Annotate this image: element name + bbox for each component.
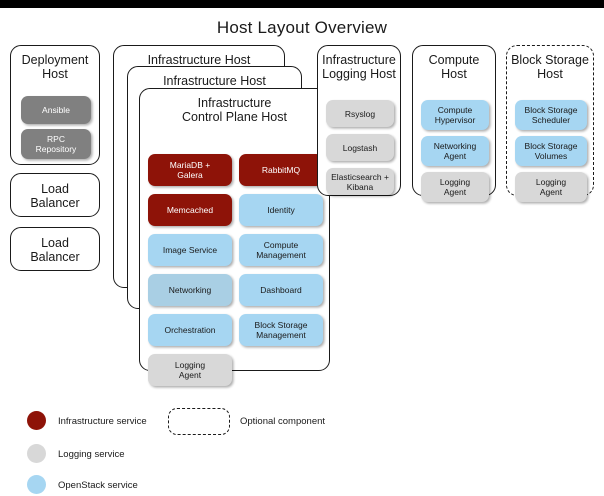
service-logging-agent-control-plane[interactable]: Logging Agent — [148, 354, 232, 386]
host-infrastructure-logging-host[interactable]: Infrastructure Logging Host Rsyslog Logs… — [317, 45, 401, 196]
legend-swatch-optional-component — [168, 408, 230, 435]
service-rpc-repository[interactable]: RPC Repository — [21, 129, 91, 159]
service-memcached[interactable]: Memcached — [148, 194, 232, 226]
service-rabbitmq[interactable]: RabbitMQ — [239, 154, 323, 186]
host-block-storage-host[interactable]: Block Storage Host Block Storage Schedul… — [506, 45, 594, 202]
service-mariadb-galera[interactable]: MariaDB + Galera — [148, 154, 232, 186]
top-black-bar — [0, 0, 604, 8]
service-orchestration[interactable]: Orchestration — [148, 314, 232, 346]
service-networking[interactable]: Networking — [148, 274, 232, 306]
service-image-service[interactable]: Image Service — [148, 234, 232, 266]
service-identity[interactable]: Identity — [239, 194, 323, 226]
host-load-balancer-1[interactable]: Load Balancer — [10, 173, 100, 217]
host-infrastructure-control-plane-host[interactable]: Infrastructure Control Plane Host MariaD… — [139, 88, 330, 386]
service-networking-agent[interactable]: Networking Agent — [421, 136, 489, 166]
legend-swatch-logging-service — [27, 444, 46, 463]
host-title-infrastructure-logging-host: Infrastructure Logging Host — [322, 53, 396, 81]
service-block-storage-volumes[interactable]: Block Storage Volumes — [515, 136, 587, 166]
service-block-storage-scheduler[interactable]: Block Storage Scheduler — [515, 100, 587, 130]
host-load-balancer-2[interactable]: Load Balancer — [10, 227, 100, 271]
page-title: Host Layout Overview — [216, 18, 388, 37]
service-logstash[interactable]: Logstash — [326, 134, 394, 161]
host-deployment-host[interactable]: Deployment Host Ansible RPC Repository — [10, 45, 100, 165]
host-compute-host[interactable]: Compute Host Compute Hypervisor Networki… — [412, 45, 496, 202]
diagram-canvas: Host Layout Overview Deployment Host Ans… — [0, 8, 604, 496]
legend-label-infrastructure-service: Infrastructure service — [58, 416, 147, 427]
host-title-compute-host: Compute Host — [428, 53, 480, 81]
legend-label-openstack-service: OpenStack service — [58, 480, 138, 491]
service-compute-management[interactable]: Compute Management — [239, 234, 323, 266]
legend-swatch-infrastructure-service — [27, 411, 46, 430]
service-elasticsearch-kibana[interactable]: Elasticsearch + Kibana — [326, 168, 394, 195]
legend-label-optional-component: Optional component — [240, 416, 326, 427]
host-title-load-balancer-1: Load Balancer — [30, 182, 80, 210]
host-title-load-balancer-2: Load Balancer — [30, 236, 80, 264]
service-ansible[interactable]: Ansible — [21, 96, 91, 124]
service-rsyslog[interactable]: Rsyslog — [326, 100, 394, 127]
service-block-storage-management[interactable]: Block Storage Management — [239, 314, 323, 346]
host-title-deployment-host: Deployment Host — [21, 53, 89, 81]
service-logging-agent-compute[interactable]: Logging Agent — [421, 172, 489, 202]
host-title-infrastructure-control-plane-host: Infrastructure Control Plane Host — [182, 96, 287, 124]
service-compute-hypervisor[interactable]: Compute Hypervisor — [421, 100, 489, 130]
host-title-infrastructure-host-middle: Infrastructure Host — [163, 74, 266, 88]
host-title-block-storage-host: Block Storage Host — [511, 53, 589, 81]
legend-label-logging-service: Logging service — [58, 449, 125, 460]
host-title-infrastructure-host-outer: Infrastructure Host — [147, 53, 251, 67]
service-dashboard[interactable]: Dashboard — [239, 274, 323, 306]
service-logging-agent-block-storage[interactable]: Logging Agent — [515, 172, 587, 202]
legend-swatch-openstack-service — [27, 475, 46, 494]
